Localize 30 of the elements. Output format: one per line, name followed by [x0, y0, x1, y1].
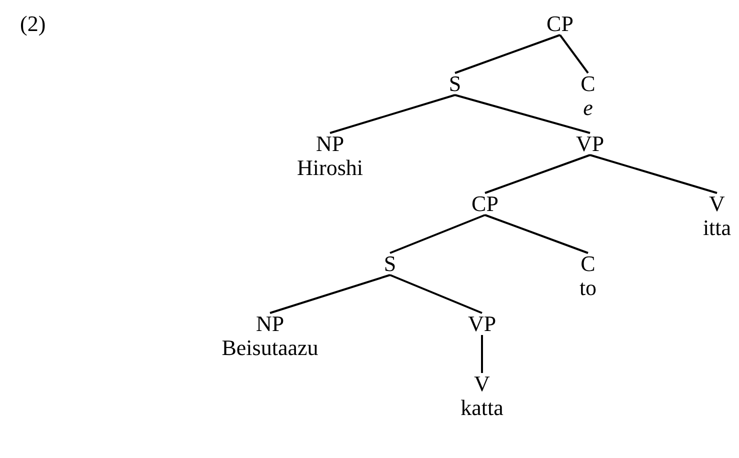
category-label: NP	[314, 132, 346, 156]
category-label: V	[708, 192, 726, 216]
category-label: CP	[472, 192, 498, 216]
branch-line	[270, 274, 390, 314]
word-label: e	[582, 96, 594, 120]
example-number: (2)	[20, 12, 46, 36]
branch-line	[484, 154, 590, 194]
word-label: katta	[460, 396, 504, 420]
category-label: CP	[546, 12, 574, 36]
word-label: Beisutaazu	[222, 336, 318, 360]
branch-line	[390, 274, 482, 314]
branch-line	[330, 94, 456, 134]
branch-line	[559, 34, 589, 74]
category-label: S	[384, 252, 396, 276]
branch-line	[590, 154, 718, 194]
branch-line	[454, 94, 590, 134]
category-label: VP	[576, 132, 604, 156]
category-label: C	[580, 72, 596, 96]
branch-line	[454, 34, 560, 74]
category-label: V	[473, 372, 491, 396]
word-label: to	[579, 276, 597, 300]
branch-line	[390, 214, 486, 254]
category-label: NP	[254, 312, 286, 336]
branch-line	[481, 335, 483, 373]
branch-line	[484, 214, 588, 254]
word-label: itta	[702, 216, 732, 240]
category-label: C	[580, 252, 596, 276]
category-label: S	[448, 72, 462, 96]
category-label: VP	[468, 312, 496, 336]
word-label: Hiroshi	[297, 156, 363, 180]
